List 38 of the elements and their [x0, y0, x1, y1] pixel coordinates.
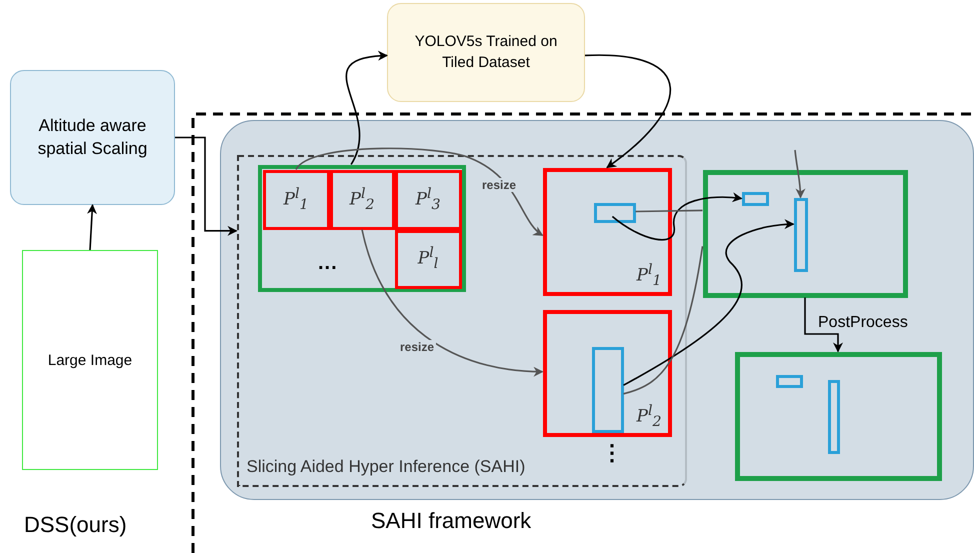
detection-box [592, 346, 624, 432]
merged-image [702, 170, 908, 298]
arrow [175, 136, 238, 236]
dashed-group-box [236, 154, 686, 486]
box-label: Altitude aware spatial Scaling [36, 115, 148, 160]
arrow [585, 54, 671, 168]
arrow [612, 192, 742, 240]
arrow [361, 229, 544, 376]
merged-image [734, 352, 942, 480]
detection-box [594, 202, 636, 222]
arrow [623, 219, 794, 386]
box-label: YOLOV5s Trained on Tiled Dataset [414, 32, 558, 72]
detection-box [828, 380, 840, 454]
detection-box [742, 192, 768, 206]
patch-cell [394, 170, 462, 230]
patch-image [542, 168, 672, 296]
image-box [22, 250, 158, 470]
arrow [804, 298, 843, 352]
group-title: Slicing Aided Hyper Inference (SAHI) [246, 456, 526, 478]
patch-cell [330, 170, 394, 230]
arrow [794, 150, 806, 198]
image-grid [258, 164, 466, 292]
patch-cell [394, 230, 462, 288]
edge-label: resize [480, 178, 518, 192]
process-box [10, 70, 175, 205]
group-caption: DSS(ours) [24, 512, 127, 538]
arrow [346, 51, 388, 165]
patch-cell [262, 170, 330, 230]
edge-label: resize [398, 340, 436, 354]
box-label: Large Image [48, 352, 132, 368]
arrow [87, 204, 97, 250]
model-box [387, 3, 585, 102]
panel-title: SAHI framework [371, 508, 532, 534]
patch-image [542, 310, 672, 436]
detection-box [776, 374, 802, 388]
ellipsis-label: ... [318, 252, 338, 275]
detection-box [794, 198, 808, 272]
vertical-ellipsis-label: ⋮ [601, 440, 623, 466]
